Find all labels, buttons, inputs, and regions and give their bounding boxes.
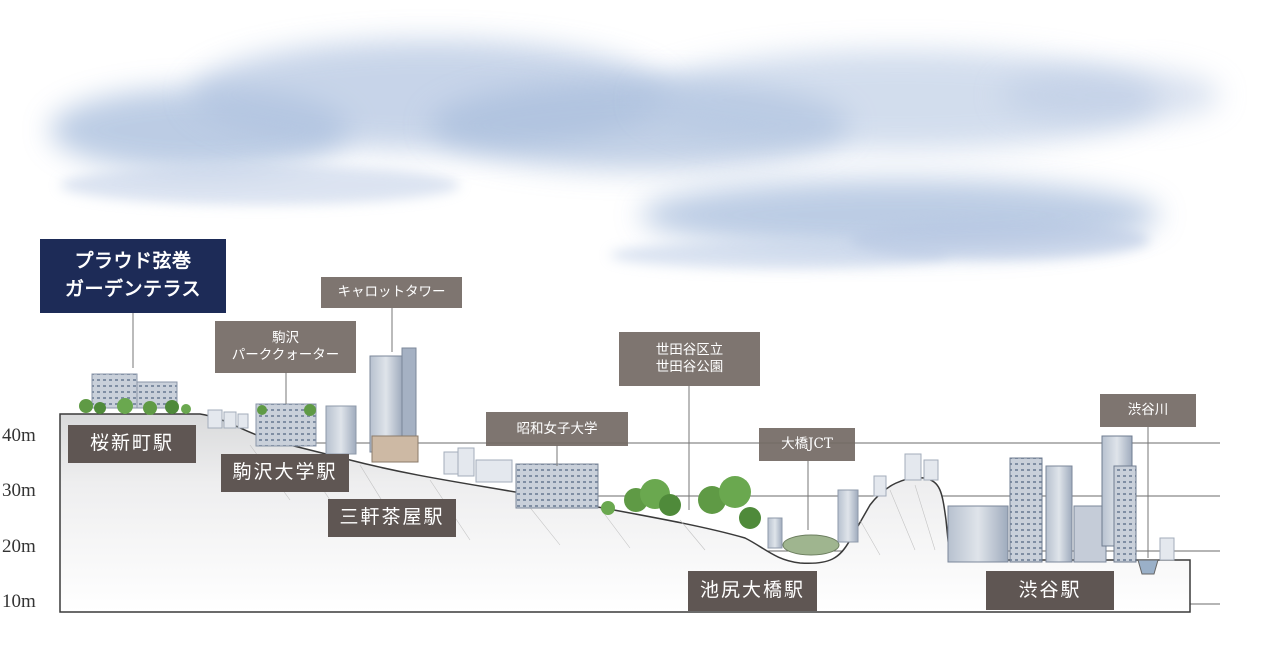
hilltop-buildings — [873, 453, 939, 497]
elevation-label-40m: 40m — [2, 425, 36, 446]
shibuya-river-channel — [1137, 559, 1159, 575]
ohashi-jct-structure — [767, 489, 859, 556]
shibuya-skyline — [947, 435, 1175, 563]
station-label-sangenjaya: 三軒茶屋駅 — [328, 499, 456, 537]
station-label-shibuya: 渋谷駅 — [986, 571, 1114, 610]
white-tower — [325, 405, 357, 455]
station-label-sakurashinmachi: 桜新町駅 — [68, 425, 196, 463]
elevation-label-30m: 30m — [2, 480, 36, 501]
showa-womens-univ-building — [515, 463, 599, 509]
elevation-label-20m: 20m — [2, 536, 36, 557]
landmark-label-komazawa-park-quarter: 駒沢 パーククォーター — [215, 321, 356, 373]
landmark-label-ohashi-jct: 大橋JCT — [759, 428, 855, 461]
komazawa-park-quarter-building — [255, 403, 317, 447]
station-label-ikejiri-ohashi: 池尻大橋駅 — [688, 571, 817, 611]
carrot-tower-building — [369, 347, 419, 463]
setagaya-park-trees — [601, 476, 761, 529]
sky-clouds — [50, 40, 1220, 269]
leader-lines — [132, 308, 1149, 558]
landmark-label-carrot-tower: キャロットタワー — [321, 277, 462, 308]
small-houses — [207, 409, 513, 483]
hero-property-label: プラウド弦巻 ガーデンテラス — [40, 239, 226, 313]
station-label-komazawa-daigaku: 駒沢大学駅 — [221, 454, 349, 492]
proud-tsurumaki-building — [79, 373, 191, 415]
landmark-label-showa-womens-univ: 昭和女子大学 — [486, 412, 628, 446]
elevation-label-10m: 10m — [2, 591, 36, 612]
landmark-label-setagaya-park: 世田谷区立 世田谷公園 — [619, 332, 760, 386]
landmark-label-shibuya-river: 渋谷川 — [1100, 394, 1196, 427]
